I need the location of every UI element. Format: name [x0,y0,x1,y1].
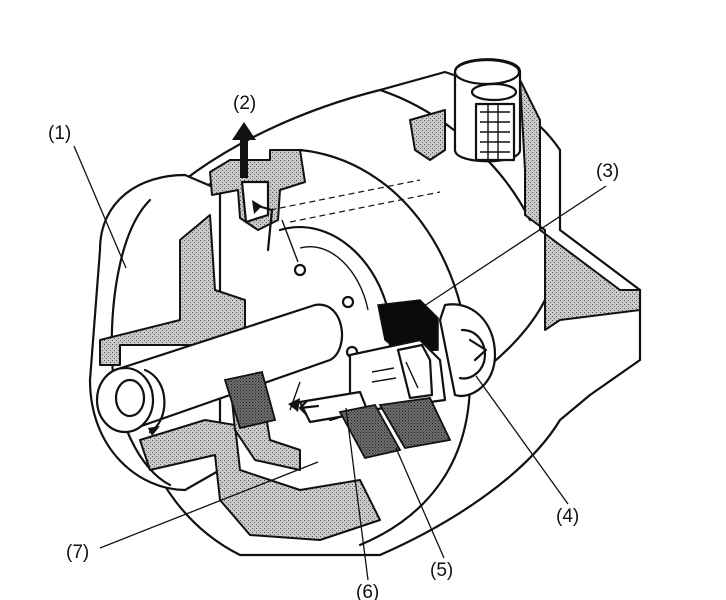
outlet-port [209,122,306,252]
check-valve [438,303,497,398]
callout-label-4: (4) [556,506,579,527]
callout-4: (4) [475,375,579,527]
callout-3: (3) [405,161,619,319]
vane-block [377,299,439,353]
callout-label-7: (7) [66,542,89,563]
inlet-strainer [453,58,522,163]
callout-2: (2) [233,93,256,114]
callout-label-6: (6) [356,582,379,600]
callout-5: (5) [395,447,453,581]
callout-label-1: (1) [48,123,71,144]
callout-label-5: (5) [430,560,453,581]
callout-6: (6) [345,407,379,600]
callout-label-2: (2) [233,93,256,114]
motor-shaft [95,303,344,436]
casing-section [99,79,641,541]
outlet-flow-arrow [232,122,256,178]
callout-7: (7) [66,461,319,563]
pump-element [223,338,452,460]
callout-label-3: (3) [596,161,619,182]
callout-1: (1) [48,123,127,269]
